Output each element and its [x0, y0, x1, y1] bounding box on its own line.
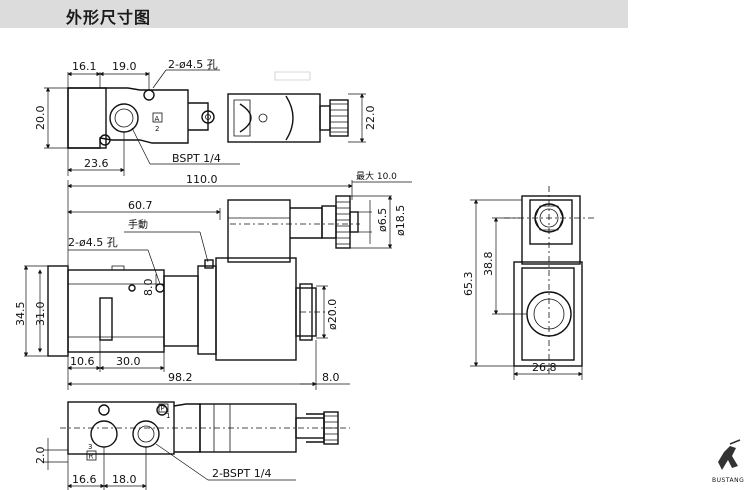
port-label-r: R — [89, 453, 94, 461]
brand-logo — [718, 439, 741, 470]
dim-65-3: 65.3 — [462, 272, 475, 297]
dim-34-5: 34.5 — [14, 302, 27, 327]
dim-23-6: 23.6 — [84, 157, 109, 170]
logo-text: BUSTANG — [712, 477, 744, 484]
header-band — [0, 0, 628, 28]
dim-16-1: 16.1 — [72, 60, 97, 73]
bottom-view: 2.0 16.6 18.0 2-BSPT 1/4 P 1 3 R — [34, 401, 350, 490]
dim-8-0-front: 8.0 — [142, 279, 155, 297]
dim-2-0: 2.0 — [34, 447, 47, 465]
top-port-note: BSPT 1/4 — [172, 152, 221, 165]
port-label-a: A — [155, 115, 160, 123]
front-view: 110.0 最大 10.0 60.7 手動 2-ø4.5 孔 — [14, 170, 412, 390]
dim-98-2: 98.2 — [168, 371, 193, 384]
port-label-p-num: 1 — [166, 412, 170, 420]
port-label-p: P — [161, 405, 165, 413]
dim-30-0: 30.0 — [116, 355, 141, 368]
manual-note: 手動 — [128, 218, 148, 231]
dim-20-0: 20.0 — [34, 106, 47, 131]
dim-110-0: 110.0 — [186, 173, 218, 186]
side-view: 65.3 38.8 26.8 — [462, 186, 594, 380]
dim-8-0-bottom: 8.0 — [322, 371, 340, 384]
port-label-a-num: 2 — [155, 125, 159, 133]
page-title: 外形尺寸图 — [66, 8, 152, 27]
dim-60-7: 60.7 — [128, 199, 153, 212]
dim-18-0: 18.0 — [112, 473, 137, 486]
dim-19-0: 19.0 — [112, 60, 137, 73]
dim-16-6: 16.6 — [72, 473, 97, 486]
top-hole-note: 2-ø4.5 孔 — [168, 58, 218, 71]
front-hole-note: 2-ø4.5 孔 — [68, 236, 118, 249]
dim-phi-18-5: ø18.5 — [394, 205, 407, 236]
dim-31-0: 31.0 — [34, 302, 47, 327]
dim-26-8: 26.8 — [532, 361, 557, 374]
dim-10-6: 10.6 — [70, 355, 95, 368]
dim-phi-6-5: ø6.5 — [376, 208, 389, 232]
top-view: 16.1 19.0 2-ø4.5 孔 20.0 22.0 23.6 BSPT 1… — [34, 58, 377, 176]
max-note: 最大 10.0 — [356, 170, 397, 182]
dim-38-8: 38.8 — [482, 252, 495, 277]
port-label-r-num: 3 — [88, 443, 92, 451]
bottom-port-note: 2-BSPT 1/4 — [212, 467, 271, 480]
dim-22-0: 22.0 — [364, 106, 377, 131]
dim-phi-20-0: ø20.0 — [326, 299, 339, 330]
